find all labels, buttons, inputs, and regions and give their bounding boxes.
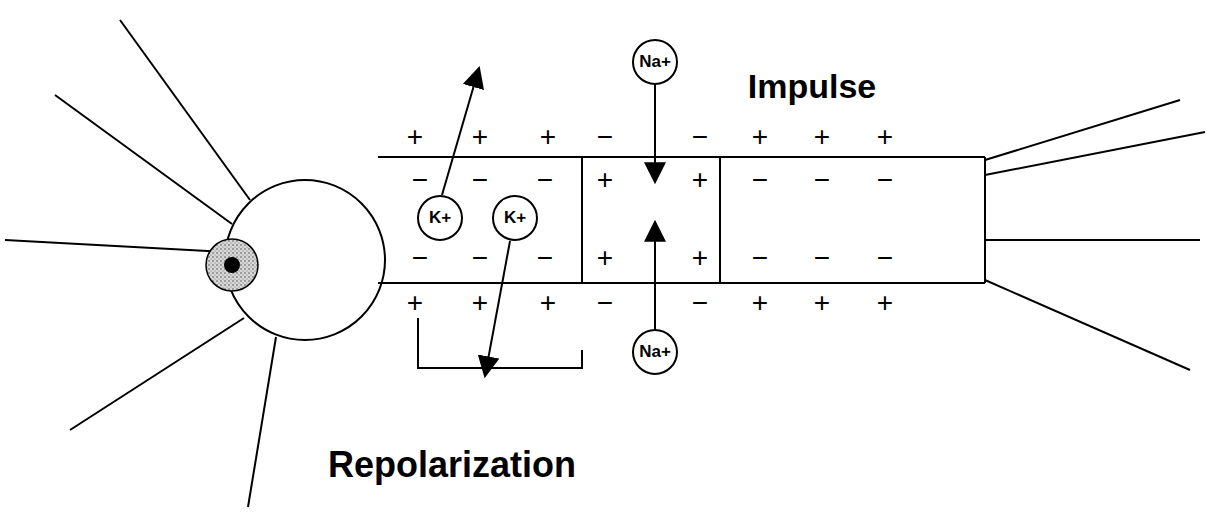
impulse-label: Impulse [748, 69, 876, 103]
charge-sign: − [472, 244, 488, 272]
dendrite [120, 20, 250, 200]
charge-sign: + [814, 123, 830, 151]
ion-outline [633, 330, 677, 374]
potassium-ion: K+ [492, 195, 538, 241]
axon-end [984, 157, 986, 283]
axon-terminals [985, 100, 1205, 370]
segment-divider [719, 157, 721, 283]
ion-outline [633, 40, 677, 84]
charge-sign: − [537, 244, 553, 272]
sodium-arrow [654, 85, 656, 182]
terminal [985, 100, 1180, 160]
axon-membrane [378, 282, 985, 284]
charge-sign: − [877, 244, 893, 272]
charge-sign: − [814, 166, 830, 194]
dendrites [5, 20, 276, 507]
charge-sign: − [472, 166, 488, 194]
charge-sign: + [597, 166, 613, 194]
charge-sign: + [692, 244, 708, 272]
nucleus [206, 239, 258, 291]
segment-divider [581, 157, 583, 283]
axon [378, 157, 985, 283]
charge-sign: + [752, 289, 768, 317]
dendrite [55, 95, 232, 224]
potassium-ion: K+ [417, 195, 463, 241]
charge-sign: − [597, 123, 613, 151]
repolarization-bracket [418, 318, 582, 368]
charge-sign: − [752, 244, 768, 272]
repolarization-label: Repolarization [328, 447, 576, 483]
charge-sign: − [692, 289, 708, 317]
dendrite [5, 240, 226, 252]
sodium-ion: Na+ [632, 39, 678, 85]
charge-sign: + [692, 166, 708, 194]
dendrite [70, 318, 244, 430]
charge-sign: − [692, 123, 708, 151]
charge-sign: + [597, 244, 613, 272]
charge-sign: − [412, 244, 428, 272]
terminal [985, 132, 1205, 175]
sodium-ion: Na+ [632, 329, 678, 375]
charge-sign: + [407, 123, 423, 151]
ion-symbol: K+ [429, 208, 451, 228]
ion-outline [493, 196, 537, 240]
charge-sign: + [540, 123, 556, 151]
ion-symbol: K+ [504, 208, 526, 228]
charge-sign: + [877, 123, 893, 151]
charge-sign: − [597, 289, 613, 317]
charge-sign: − [814, 244, 830, 272]
potassium-arrow [485, 241, 510, 376]
ion-outline [418, 196, 462, 240]
charge-sign: + [814, 289, 830, 317]
charge-sign: + [877, 289, 893, 317]
terminal [985, 280, 1190, 370]
ion-symbol: Na+ [639, 52, 671, 72]
nucleolus [224, 257, 240, 273]
axon-membrane [378, 156, 985, 158]
ion-symbol: Na+ [639, 342, 671, 362]
charge-sign: − [752, 166, 768, 194]
charge-sign: − [412, 166, 428, 194]
charge-sign: + [540, 289, 556, 317]
charge-sign: + [472, 123, 488, 151]
charge-sign: − [537, 166, 553, 194]
sodium-arrow [654, 222, 656, 329]
charge-sign: + [752, 123, 768, 151]
charge-sign: + [407, 289, 423, 317]
dendrite [248, 337, 276, 507]
ion-arrows [442, 68, 655, 376]
charge-sign: − [877, 166, 893, 194]
charge-sign: + [472, 289, 488, 317]
terminal [985, 239, 1200, 241]
